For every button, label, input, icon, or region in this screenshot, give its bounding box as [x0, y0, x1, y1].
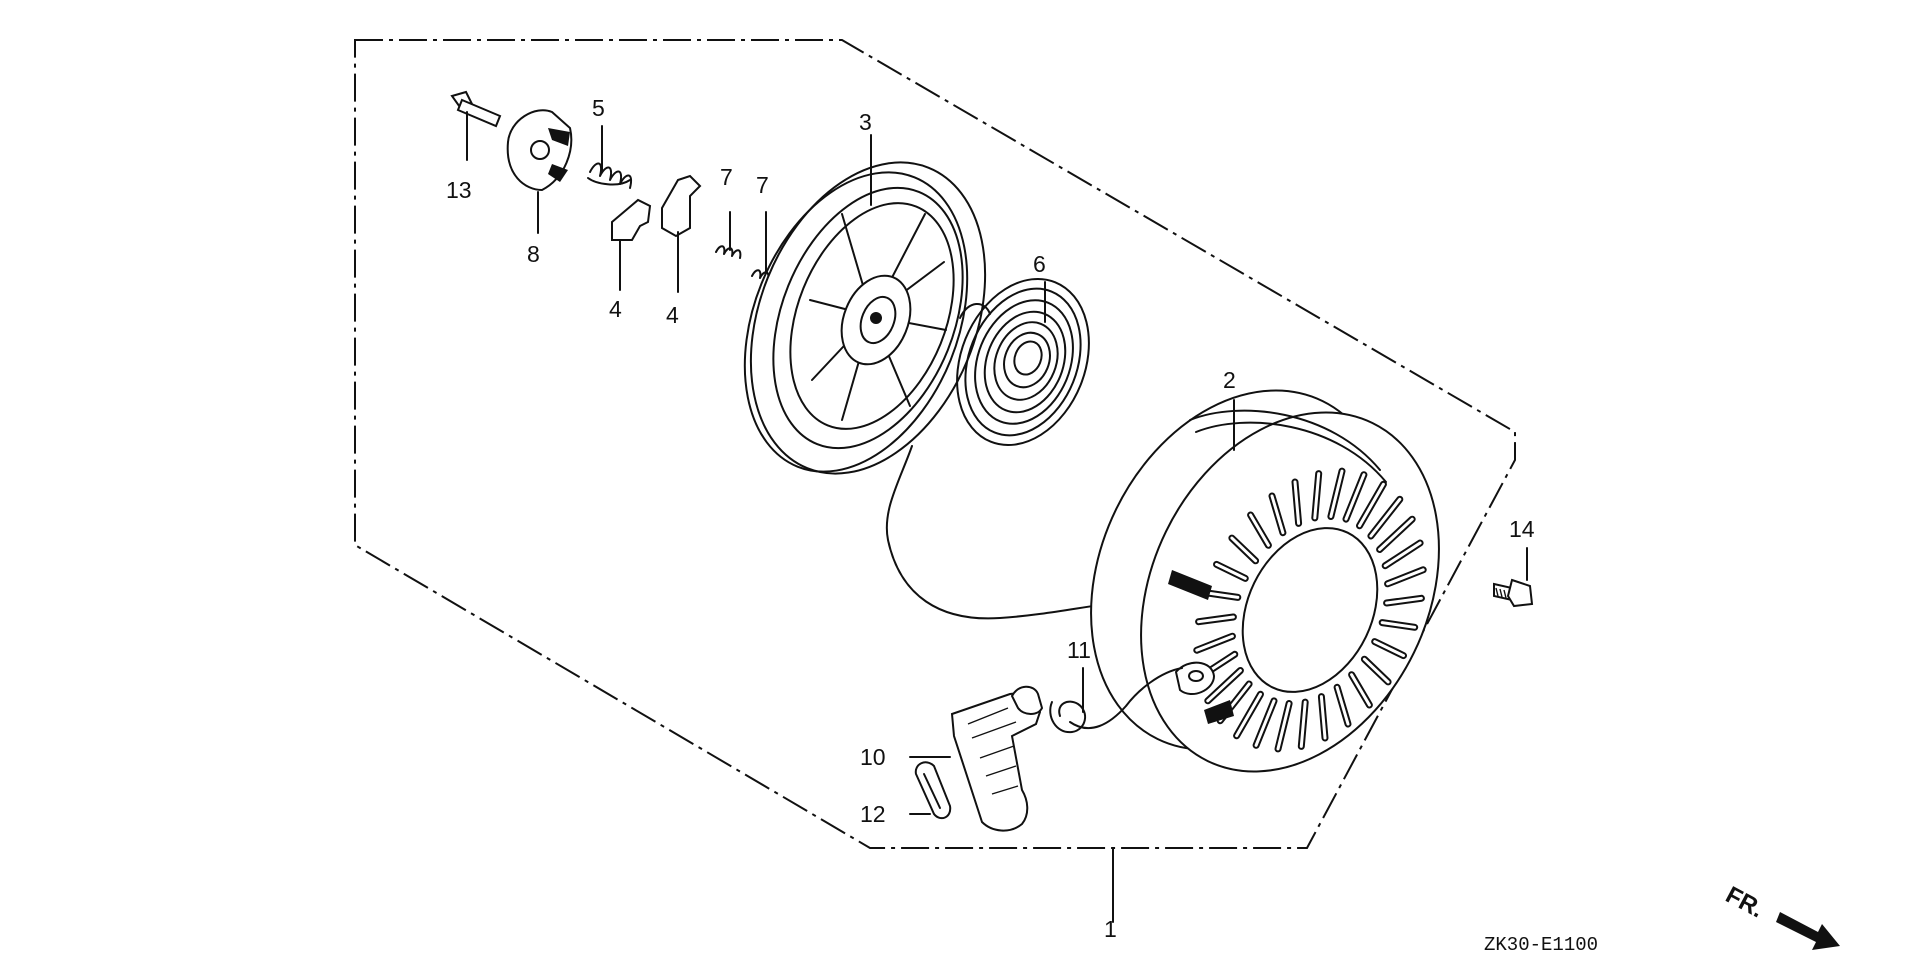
part-10-starter-grip	[950, 685, 1044, 832]
vent-slot-inner	[1197, 615, 1235, 624]
case-vent-slots	[1193, 467, 1427, 753]
vent-slot-inner	[1195, 634, 1234, 652]
part-7-spring-a	[715, 245, 742, 259]
vent-slot-inner	[1335, 685, 1350, 726]
callout-8: 8	[527, 241, 540, 267]
callout-7b: 7	[756, 172, 769, 198]
part-4-ratchet-b	[661, 174, 702, 238]
callout-14: 14	[1509, 516, 1535, 542]
callout-1: 1	[1104, 916, 1117, 942]
vent-slot-inner	[1313, 472, 1321, 520]
part-12-grip-insert	[914, 761, 952, 820]
starter-rope	[885, 445, 1143, 620]
vent-slot-inner	[1215, 562, 1247, 580]
vent-slot-inner	[1378, 517, 1414, 551]
vent-slot-inner	[1385, 596, 1423, 605]
vent-slot-inner	[1329, 469, 1344, 518]
part-5-spring	[587, 162, 632, 189]
part-8-ratchet-guide	[506, 109, 573, 192]
vent-slot-inner	[1249, 513, 1270, 547]
callout-2: 2	[1223, 367, 1236, 393]
vent-slot-inner	[1344, 473, 1366, 521]
vent-slot-inner	[1299, 700, 1307, 748]
vent-slot-inner	[1350, 673, 1371, 707]
callout-13: 13	[446, 177, 472, 203]
vent-slot-inner	[1293, 480, 1301, 525]
vent-slot-inner	[1235, 692, 1262, 738]
vent-slot-inner	[1270, 494, 1285, 535]
vent-slot-inner	[1319, 695, 1327, 740]
direction-arrow-icon	[1776, 912, 1840, 950]
front-direction-indicator: FR.	[1721, 881, 1840, 950]
callout-11: 11	[1067, 637, 1091, 663]
callout-5: 5	[592, 95, 605, 121]
callout-4b: 4	[666, 302, 679, 328]
vent-slot-inner	[1358, 482, 1385, 528]
vent-slot-inner	[1369, 497, 1402, 538]
part-2-starter-case	[1090, 389, 1440, 773]
callout-7a: 7	[720, 164, 733, 190]
drawing-code: ZK30-E1100	[1484, 934, 1598, 956]
direction-label: FR.	[1721, 881, 1768, 923]
callout-10: 10	[860, 744, 886, 770]
part-7-spring-b	[751, 269, 770, 281]
vent-slot-inner	[1362, 657, 1390, 684]
callout-6: 6	[1033, 251, 1046, 277]
vent-slot-inner	[1373, 640, 1405, 658]
leader-lines	[466, 111, 1528, 923]
vent-slot-inner	[1383, 541, 1422, 568]
vent-slot-inner	[1206, 669, 1242, 703]
rope-to-handle	[1069, 667, 1183, 730]
vent-slot-inner	[1230, 536, 1258, 563]
part-13-pin	[450, 90, 502, 128]
part-6-recoil-spring	[956, 277, 1090, 447]
part-3-reel	[743, 161, 987, 475]
vent-slot-inner	[1380, 621, 1417, 629]
vent-slot-inner	[1203, 591, 1240, 599]
vent-slot-inner	[1386, 568, 1425, 586]
vent-slot-inner	[1276, 702, 1291, 751]
part-14-bolt	[1493, 578, 1534, 608]
callout-4a: 4	[609, 296, 622, 322]
vent-slot-inner	[1254, 699, 1276, 747]
callout-3: 3	[859, 109, 872, 135]
callout-12: 12	[860, 801, 886, 827]
part-4-ratchet-a	[611, 198, 652, 241]
part-11-rope-knot	[1049, 700, 1087, 734]
